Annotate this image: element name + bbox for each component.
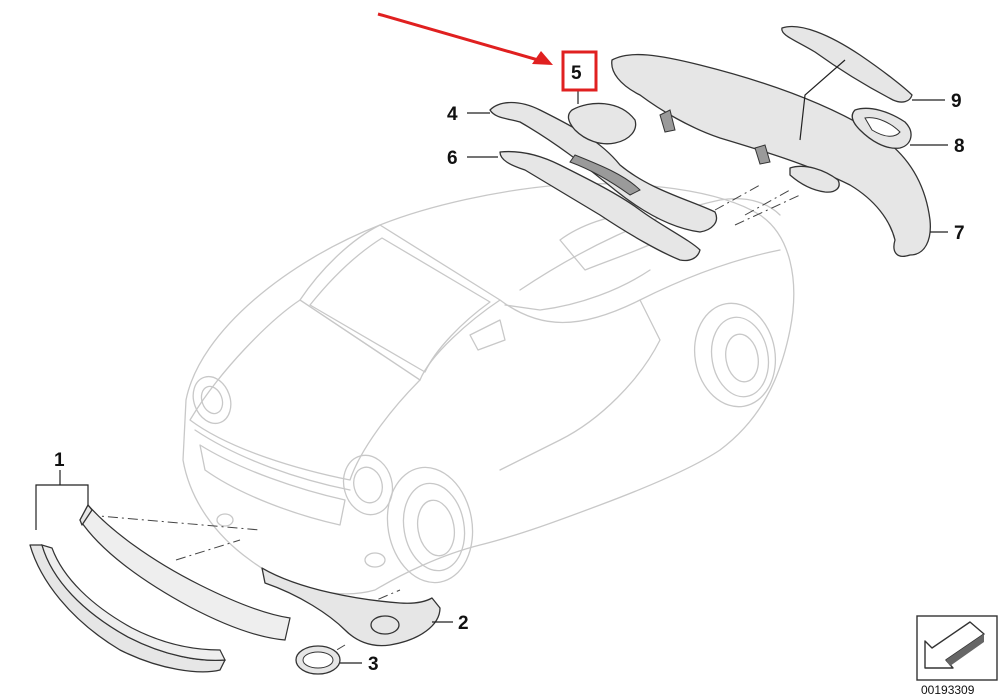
direction-arrow-icon (916, 615, 998, 681)
part-6-trim-lower (499, 150, 701, 262)
callout-2: 2 (458, 613, 469, 634)
part-2-bumper-trim (261, 567, 441, 647)
callout-7: 7 (954, 223, 965, 244)
callout-4: 4 (447, 104, 458, 125)
leader-lines (35, 90, 948, 664)
car-outline (182, 183, 795, 595)
part-8-bracket (789, 107, 912, 193)
callout-3: 3 (368, 654, 379, 675)
callout-8: 8 (954, 136, 965, 157)
highlight-box (561, 50, 598, 92)
callout-9: 9 (951, 91, 962, 112)
diagram-number: 00193309 (921, 683, 975, 697)
callout-1: 1 (54, 450, 65, 471)
part-3-fog-ring (295, 645, 341, 675)
part-7-rear-trim (611, 53, 931, 257)
part-4-trim-strip (489, 101, 718, 233)
part-5-cap (567, 102, 637, 145)
part-9-top-strip (781, 25, 913, 141)
part-1-front-grille (29, 503, 291, 673)
callout-6: 6 (447, 148, 458, 169)
highlight-arrow (377, 12, 553, 65)
callout-5: 5 (571, 63, 582, 84)
